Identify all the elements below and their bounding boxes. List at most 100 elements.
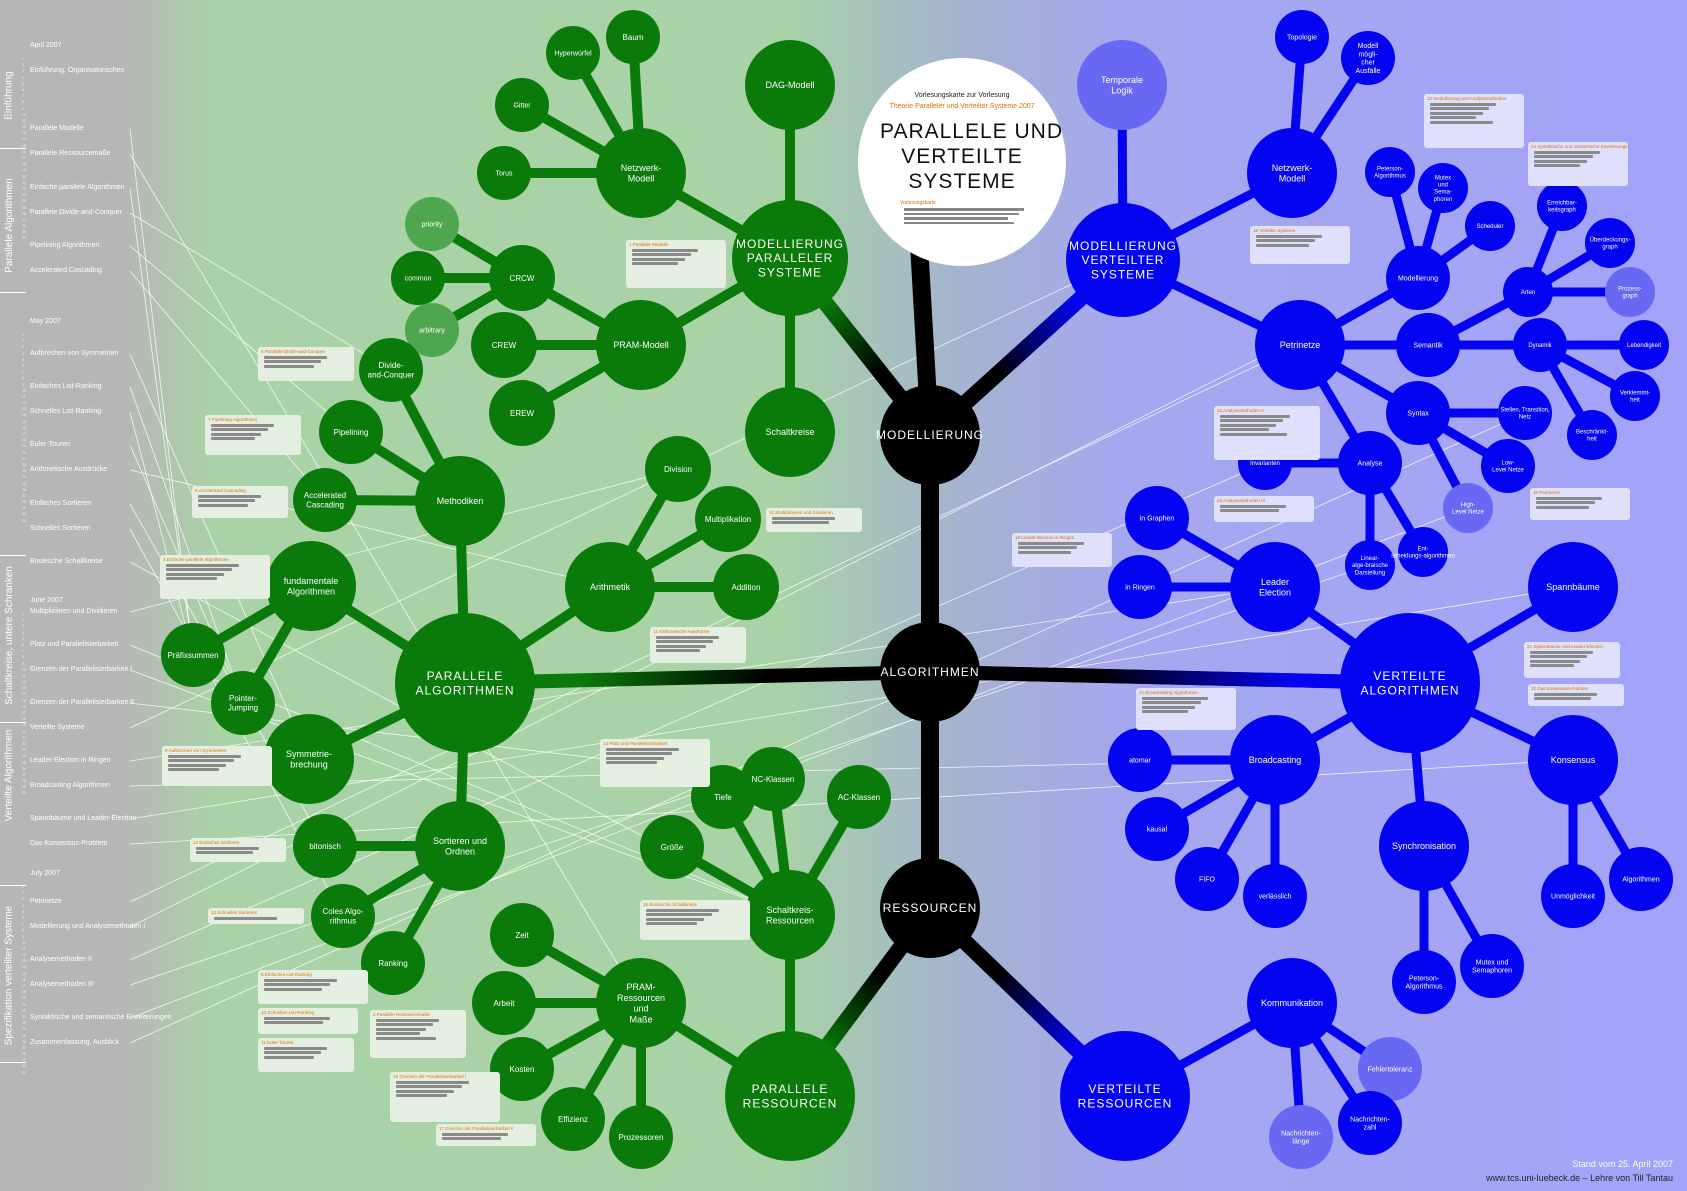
day-number: 26 (22, 766, 26, 771)
lecture-item: Grenzen der Parallelisierbarkeit I (30, 666, 132, 673)
node-multiplikation-label: Multiplikation (705, 515, 751, 524)
lecture-note-line (606, 761, 657, 765)
node-kausal-label: kausal (1147, 826, 1168, 833)
lecture-item: Schnelles List-Ranking (30, 408, 102, 415)
node-lebendigkeit-label: Lebendigkeit (1627, 343, 1661, 349)
node-synchronisation-label: Synchronisation (1392, 841, 1456, 851)
lecture-note-title: 16 Grenzen der Parallelisierbarkeit I (393, 1074, 467, 1079)
node-crcw: CRCW (489, 245, 555, 311)
lecture-note-line (1430, 102, 1496, 106)
node-kosten-label: Kosten (510, 1065, 535, 1074)
day-number: 28 (22, 224, 26, 229)
day-number: 29 (22, 506, 26, 511)
day-number: 4 (22, 903, 24, 908)
day-number: 29 (22, 1058, 26, 1063)
lecture-note-line (198, 494, 261, 498)
day-number: 23 (22, 1021, 26, 1026)
lecture-note-line (196, 851, 253, 855)
hub-ressourcen-shape (880, 858, 980, 958)
day-number: 29 (22, 785, 26, 790)
node-konsensus-shape (1528, 715, 1618, 805)
node-verlaesslich-label: verlässlich (1259, 893, 1292, 900)
lecture-note-title: 6 Parallele Divide-and-Conquer (261, 349, 326, 354)
node-fehlertoleranz-label: Fehlertoleranz (1368, 1066, 1413, 1073)
node-nachrichtenzahl: Nachrichten-zahl (1338, 1091, 1402, 1155)
lecture-note-line (1530, 659, 1581, 663)
footer-credit: – Lehre von Till Tantau (1580, 1173, 1673, 1183)
day-number: 10 (22, 112, 26, 117)
section-divider (0, 292, 26, 293)
lecture-note-line (606, 747, 679, 751)
lecture-note-line (264, 983, 330, 987)
node-netzwerk-modell: Netzwerk-Modell (596, 128, 686, 218)
node-hyperwuerfel-label: Hyperwürfel (554, 50, 592, 57)
lecture-item: Analysemethoden III (30, 981, 94, 988)
node-temporale-logik-shape (1077, 40, 1167, 130)
lecture-item: Grenzen der Parallelisierbarkeit II (30, 699, 134, 706)
node-fehlertoleranz-shape (1358, 1037, 1422, 1101)
node-entscheidungsalgorithmen-label: Ent-scheidungs-algorithmen (1391, 547, 1455, 560)
lecture-note-line (1534, 150, 1600, 154)
node-schaltkreis-ressourcen: Schaltkreis-Ressourcen (745, 870, 835, 960)
day-number: 19 (22, 444, 26, 449)
day-number: 26 (22, 211, 26, 216)
legend-line (904, 212, 1019, 215)
day-number: 24 (22, 1027, 26, 1032)
lecture-note-line (1430, 107, 1490, 111)
lecture-note-title: 7 Pipelining Algorithmen (208, 417, 258, 422)
lecture-note-title: 12 Einfaches Sortieren (193, 840, 240, 845)
lecture-note-line (442, 1137, 502, 1141)
lecture-connector (129, 411, 194, 656)
lecture-item: Syntaktische und semantische Erweiterung… (30, 1014, 172, 1021)
lecture-note-title: 15 Boolesche Schaltkreise (643, 902, 698, 907)
node-mutex-und-semaphoren-s-shape (1460, 934, 1524, 998)
lecture-note-line (646, 922, 697, 926)
node-praefixsummen-label: Präfixsummen (167, 651, 218, 660)
lecture-item: Platz und Parallelisierbarkeit (30, 641, 119, 648)
node-multiplikation: Multiplikation (695, 486, 761, 552)
lecture-note-title: 4 Einfache parallele Algorithmen (163, 557, 229, 562)
node-ac-klassen-shape (827, 765, 891, 829)
lecture-note-line (168, 754, 241, 758)
node-ranking-shape (361, 931, 425, 995)
section-divider (0, 722, 26, 723)
node-atomar-shape (1108, 728, 1172, 792)
node-in-ringen-shape (1108, 555, 1172, 619)
node-arten: Arten (1503, 267, 1553, 317)
node-erreichbarkeitsgraph-shape (1537, 181, 1587, 231)
day-number: 7 (22, 370, 24, 375)
day-number: 21 (22, 456, 26, 461)
node-in-ringen-label: in Ringen (1125, 584, 1155, 591)
day-number: 12 (22, 953, 26, 958)
lecture-note-line (166, 563, 239, 567)
node-petrinetze-label: Petrinetze (1280, 340, 1321, 350)
lecture-note: 11 Arithmetische Ausdrücke (650, 627, 746, 663)
lecture-item: Euler-Touren (30, 441, 71, 448)
node-coles-algorithmus-label: Coles Algo-rithmus (323, 907, 364, 926)
day-number: 25 (22, 1033, 26, 1038)
node-arbitrary: arbitrary (405, 303, 459, 357)
day-number: 28 (22, 779, 26, 784)
node-spannbaeume-shape (1528, 542, 1618, 632)
node-synchronisation: Synchronisation (1379, 801, 1469, 891)
node-broadcasting-label: Broadcasting (1249, 755, 1302, 765)
day-number: 6 (22, 915, 24, 920)
lecture-note-line (211, 428, 268, 432)
node-entscheidungsalgorithmen: Ent-scheidungs-algorithmen (1391, 527, 1455, 577)
node-nachrichtenzahl-label: Nachrichten-zahl (1350, 1116, 1390, 1131)
lecture-note-line (1536, 496, 1602, 500)
lecture-note-title: 10 Schnelles List-Ranking (261, 1010, 315, 1015)
day-number: 15 (22, 698, 26, 703)
node-bitonisch-label: bitonisch (309, 842, 341, 851)
node-groesse-label: Größe (661, 843, 684, 852)
day-number: 17 (22, 984, 26, 988)
node-lebendigkeit: Lebendigkeit (1619, 320, 1669, 370)
lecture-note-line (1534, 164, 1581, 168)
